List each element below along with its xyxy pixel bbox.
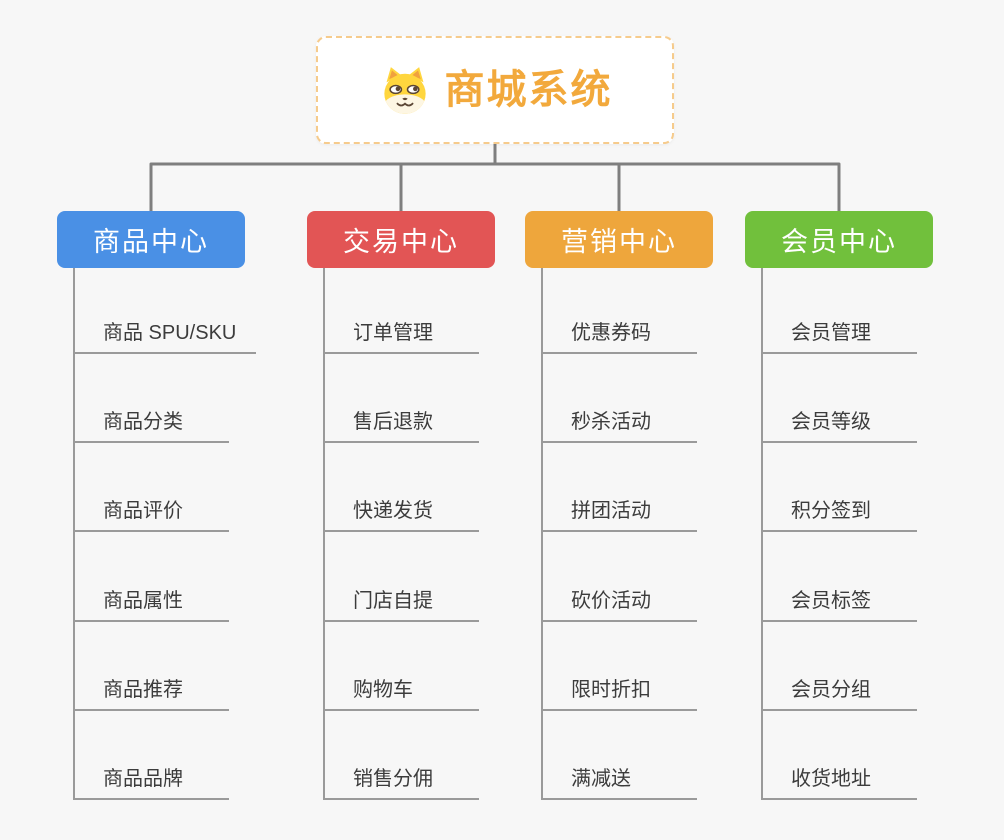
child-node-member-tag[interactable]: 会员标签 <box>761 588 917 622</box>
child-node-aftersale-refund[interactable]: 售后退款 <box>323 409 479 443</box>
child-node-product-attribute[interactable]: 商品属性 <box>73 588 229 622</box>
branch-node-marketing-center[interactable]: 营销中心 <box>525 211 713 268</box>
branch-spine <box>541 268 543 800</box>
child-node-sales-commission[interactable]: 销售分佣 <box>323 766 479 800</box>
child-node-spend-and-save[interactable]: 满减送 <box>541 766 697 800</box>
branch-trade-center: 交易中心 订单管理 售后退款 快递发货 门店自提 购物车 销售分佣 <box>307 211 495 840</box>
child-node-shopping-cart[interactable]: 购物车 <box>323 677 479 711</box>
branch-product-center: 商品中心 商品 SPU/SKU 商品分类 商品评价 商品属性 商品推荐 商品品牌 <box>57 211 257 840</box>
branch-spine <box>73 268 75 800</box>
branch-member-center: 会员中心 会员管理 会员等级 积分签到 会员标签 会员分组 收货地址 <box>745 211 933 840</box>
branch-spine <box>761 268 763 800</box>
child-node-coupon-code[interactable]: 优惠券码 <box>541 320 697 354</box>
child-node-bargain-activity[interactable]: 砍价活动 <box>541 588 697 622</box>
branch-node-member-center[interactable]: 会员中心 <box>745 211 933 268</box>
child-node-points-checkin[interactable]: 积分签到 <box>761 498 917 532</box>
connector-bus <box>149 162 841 211</box>
branch-node-trade-center[interactable]: 交易中心 <box>307 211 495 268</box>
child-node-product-category[interactable]: 商品分类 <box>73 409 229 443</box>
child-node-product-review[interactable]: 商品评价 <box>73 498 229 532</box>
child-node-flash-sale[interactable]: 秒杀活动 <box>541 409 697 443</box>
root-node[interactable]: 商城系统 <box>316 36 674 144</box>
branch-spine <box>323 268 325 800</box>
child-node-express-delivery[interactable]: 快递发货 <box>323 498 479 532</box>
child-node-time-limited-discount[interactable]: 限时折扣 <box>541 677 697 711</box>
shiba-dog-face-icon <box>383 67 426 114</box>
child-node-member-group[interactable]: 会员分组 <box>761 677 917 711</box>
child-node-member-management[interactable]: 会员管理 <box>761 320 917 354</box>
child-node-product-recommend[interactable]: 商品推荐 <box>73 677 229 711</box>
child-node-group-buy[interactable]: 拼团活动 <box>541 498 697 532</box>
root-title: 商城系统 <box>444 68 613 112</box>
branch-marketing-center: 营销中心 优惠券码 秒杀活动 拼团活动 砍价活动 限时折扣 满减送 <box>525 211 713 840</box>
child-node-product-brand[interactable]: 商品品牌 <box>73 766 229 800</box>
child-node-product-spu-sku[interactable]: 商品 SPU/SKU <box>73 320 257 354</box>
child-node-store-pickup[interactable]: 门店自提 <box>323 588 479 622</box>
child-node-member-level[interactable]: 会员等级 <box>761 409 917 443</box>
branch-node-product-center[interactable]: 商品中心 <box>57 211 245 268</box>
child-node-shipping-address[interactable]: 收货地址 <box>761 766 917 800</box>
child-node-order-management[interactable]: 订单管理 <box>323 320 479 354</box>
